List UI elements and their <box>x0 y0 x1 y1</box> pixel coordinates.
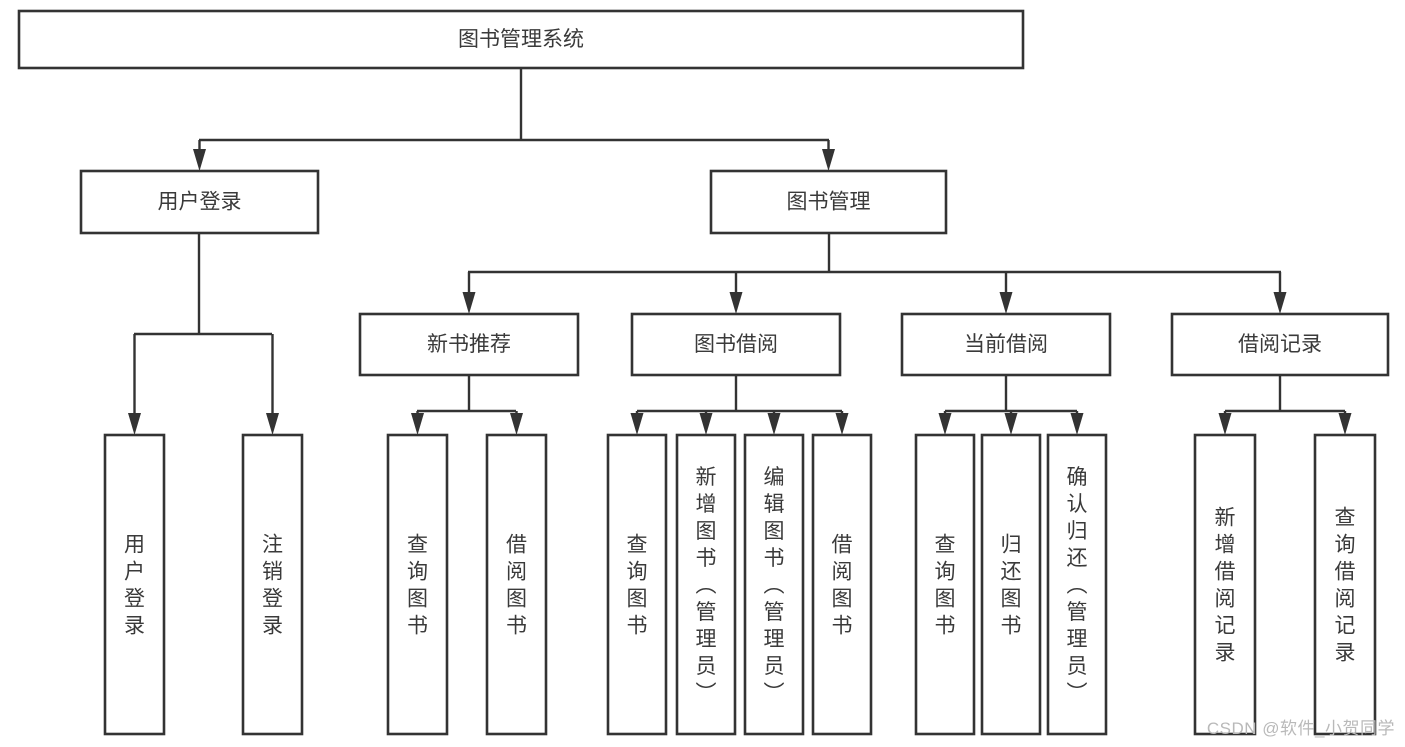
arrow-to-new-book-recommend <box>462 272 476 314</box>
node-new-book-recommend[interactable]: 新书推荐 <box>358 312 580 377</box>
node-label: 查询图书 <box>407 534 428 638</box>
node-leaf-user-login[interactable]: 用户登录 <box>103 433 166 736</box>
node-leaf-user-logout[interactable]: 注销登录 <box>241 433 304 736</box>
node-leaf-add-book[interactable]: 新增图书︵管理员︶ <box>675 433 737 736</box>
node-borrow-record[interactable]: 借阅记录 <box>1170 312 1390 377</box>
node-book-manage[interactable]: 图书管理 <box>709 169 948 235</box>
node-label: 注销登录 <box>262 534 283 638</box>
arrow-to-leaf-user-logout <box>266 334 279 435</box>
arrow-to-user-login <box>193 140 206 171</box>
node-label: 新增图书︵管理员︶ <box>696 466 717 705</box>
node-label: 确认归还︵管理员︶ <box>1067 466 1088 705</box>
node-leaf-return-book[interactable]: 归还图书 <box>980 433 1042 736</box>
connector-bus-book-borrow <box>637 375 842 413</box>
arrow-to-leaf-return-book <box>1004 411 1018 435</box>
node-leaf-confirm-return[interactable]: 确认归还︵管理员︶ <box>1046 433 1108 736</box>
node-current-borrow[interactable]: 当前借阅 <box>900 312 1112 377</box>
node-label: 用户登录 <box>158 191 242 214</box>
node-label: 新书推荐 <box>427 333 511 356</box>
node-label: 图书借阅 <box>694 333 778 356</box>
node-label: 当前借阅 <box>964 333 1048 356</box>
arrow-to-leaf-query-book-1 <box>411 411 424 435</box>
connector-bus-book-manage <box>468 233 1281 274</box>
connector-bus-new-book <box>417 375 516 413</box>
node-user-login[interactable]: 用户登录 <box>79 169 320 235</box>
node-label: 借阅图书 <box>832 534 853 638</box>
connector-bus-user-login <box>134 233 272 336</box>
node-label: 查询借阅记录 <box>1335 507 1356 665</box>
arrow-to-leaf-confirm-return <box>1070 411 1084 435</box>
node-leaf-add-record[interactable]: 新增借阅记录 <box>1193 433 1257 736</box>
node-book-borrow[interactable]: 图书借阅 <box>630 312 842 377</box>
node-label: 查询图书 <box>935 534 956 638</box>
arrow-to-leaf-edit-book <box>767 411 781 435</box>
node-label: 归还图书 <box>1001 534 1022 638</box>
node-label: 借阅图书 <box>506 534 527 638</box>
node-leaf-query-book-1[interactable]: 查询图书 <box>386 433 449 736</box>
arrow-to-leaf-borrow-book-1 <box>510 411 523 435</box>
connectors-layer <box>128 68 1352 435</box>
arrow-to-leaf-add-record <box>1218 411 1232 435</box>
arrow-to-leaf-query-book-3 <box>938 411 952 435</box>
node-leaf-borrow-book-2[interactable]: 借阅图书 <box>811 433 873 736</box>
arrow-to-leaf-query-book-2 <box>630 411 644 435</box>
arrow-to-leaf-add-book <box>699 411 713 435</box>
node-label: 新增借阅记录 <box>1215 507 1236 665</box>
arrow-to-book-borrow <box>729 272 743 314</box>
csdn-watermark: CSDN @软件_小贺同学 <box>1206 719 1395 738</box>
node-leaf-query-record[interactable]: 查询借阅记录 <box>1313 433 1377 736</box>
node-label: 编辑图书︵管理员︶ <box>764 466 785 705</box>
arrow-to-leaf-borrow-book-2 <box>835 411 849 435</box>
node-leaf-query-book-3[interactable]: 查询图书 <box>914 433 976 736</box>
node-leaf-borrow-book-1[interactable]: 借阅图书 <box>485 433 548 736</box>
node-label: 图书管理 <box>787 191 871 214</box>
node-leaf-query-book-2[interactable]: 查询图书 <box>606 433 668 736</box>
connector-bus-root <box>199 68 829 142</box>
node-label: 图书管理系统 <box>458 28 584 51</box>
node-root[interactable]: 图书管理系统 <box>17 9 1025 70</box>
arrow-to-book-manage <box>822 140 835 171</box>
node-label: 借阅记录 <box>1238 333 1322 356</box>
arrow-to-borrow-record <box>1273 272 1287 314</box>
arrow-to-leaf-query-record <box>1338 411 1352 435</box>
node-label: 查询图书 <box>627 534 648 638</box>
arrow-to-leaf-user-login <box>128 334 141 435</box>
arrow-to-current-borrow <box>999 272 1013 314</box>
connector-bus-current-borrow <box>945 375 1077 413</box>
nodes-layer: 图书管理系统用户登录图书管理新书推荐图书借阅当前借阅借阅记录用户登录注销登录查询… <box>17 9 1390 736</box>
node-label: 用户登录 <box>124 534 145 638</box>
connector-bus-borrow-record <box>1225 375 1345 413</box>
node-leaf-edit-book[interactable]: 编辑图书︵管理员︶ <box>743 433 805 736</box>
